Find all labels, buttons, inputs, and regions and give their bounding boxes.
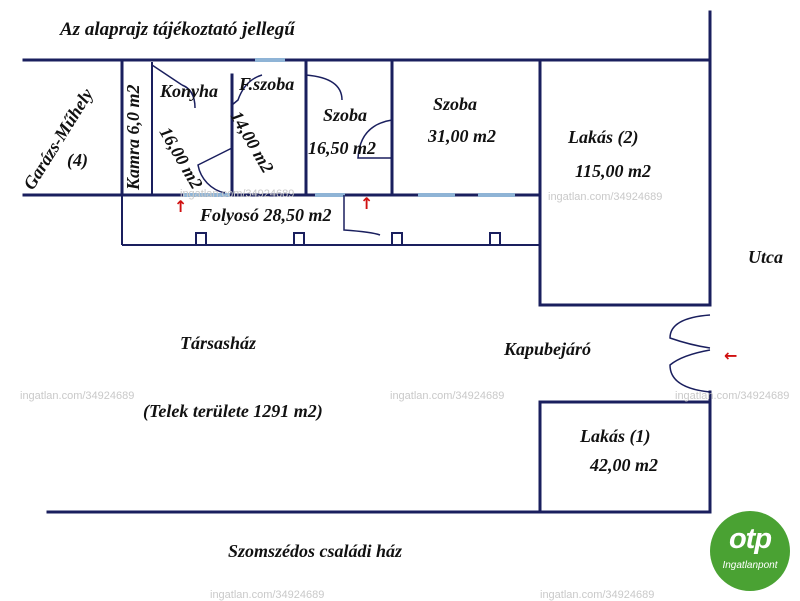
red-arrow-icon: ← bbox=[724, 346, 738, 365]
door-room2 bbox=[357, 119, 393, 159]
thin-walls bbox=[121, 62, 540, 246]
room2-area-label: 31,00 m2 bbox=[428, 126, 497, 146]
door-pantry bbox=[151, 64, 183, 86]
door-kitchen bbox=[197, 147, 233, 194]
logo-main-text: otp bbox=[728, 523, 772, 555]
doors bbox=[151, 64, 711, 393]
gate-upper bbox=[669, 314, 711, 349]
garage-number-label: (4) bbox=[67, 150, 88, 170]
flat1-name-label: Lakás (1) bbox=[580, 426, 651, 446]
door-room1 bbox=[305, 74, 343, 101]
door-corridor bbox=[343, 195, 381, 236]
room2-name-label: Szoba bbox=[433, 94, 478, 114]
watermark-text: ingatlan.com/34924689 bbox=[180, 188, 295, 200]
corridor-label: Folyosó 28,50 m2 bbox=[200, 205, 332, 225]
watermark-text: ingatlan.com/34924689 bbox=[210, 589, 325, 601]
gateway-label: Kapubejáró bbox=[504, 339, 592, 359]
watermark-text: ingatlan.com/34924689 bbox=[390, 390, 505, 402]
neighbor-label: Szomszédos családi ház bbox=[228, 541, 403, 561]
page-title: Az alaprajz tájékoztató jellegű bbox=[60, 19, 295, 40]
walls bbox=[22, 10, 712, 514]
kitchen-name-label: Konyha bbox=[160, 81, 219, 101]
watermark-text: ingatlan.com/34924689 bbox=[20, 390, 135, 402]
watermark-text: ingatlan.com/34924689 bbox=[548, 191, 663, 203]
pillar-4 bbox=[489, 232, 501, 246]
flat2-name-label: Lakás (2) bbox=[568, 127, 639, 147]
plot-area-label: (Telek területe 1291 m2) bbox=[143, 401, 323, 421]
logo-sub-text: Ingatlanpont bbox=[722, 560, 778, 571]
door-bathroom bbox=[231, 74, 263, 106]
pillar-1 bbox=[195, 232, 207, 246]
door-kitchen-swing bbox=[181, 84, 196, 109]
pantry-label: Kamra 6,0 m2 bbox=[123, 84, 143, 190]
flat1-area-label: 42,00 m2 bbox=[590, 455, 659, 475]
condo-label: Társasház bbox=[180, 333, 257, 353]
watermark-text: ingatlan.com/34924689 bbox=[540, 589, 655, 601]
room1-area-label: 16,50 m2 bbox=[308, 138, 377, 158]
windows bbox=[183, 58, 515, 197]
red-arrow-icon: ↑ bbox=[174, 197, 188, 216]
bathroom-name-label: F.szoba bbox=[239, 74, 295, 94]
room1-name-label: Szoba bbox=[323, 105, 368, 125]
red-arrow-icon: ↑ bbox=[360, 194, 374, 213]
gate-lower bbox=[669, 349, 711, 393]
otp-logo-icon: otp Ingatlanpont bbox=[710, 511, 790, 591]
watermark-text: ingatlan.com/34924689 bbox=[675, 390, 790, 402]
pillar-2 bbox=[293, 232, 305, 246]
street-label: Utca bbox=[748, 247, 783, 267]
pillar-3 bbox=[391, 232, 403, 246]
flat2-area-label: 115,00 m2 bbox=[575, 161, 652, 181]
